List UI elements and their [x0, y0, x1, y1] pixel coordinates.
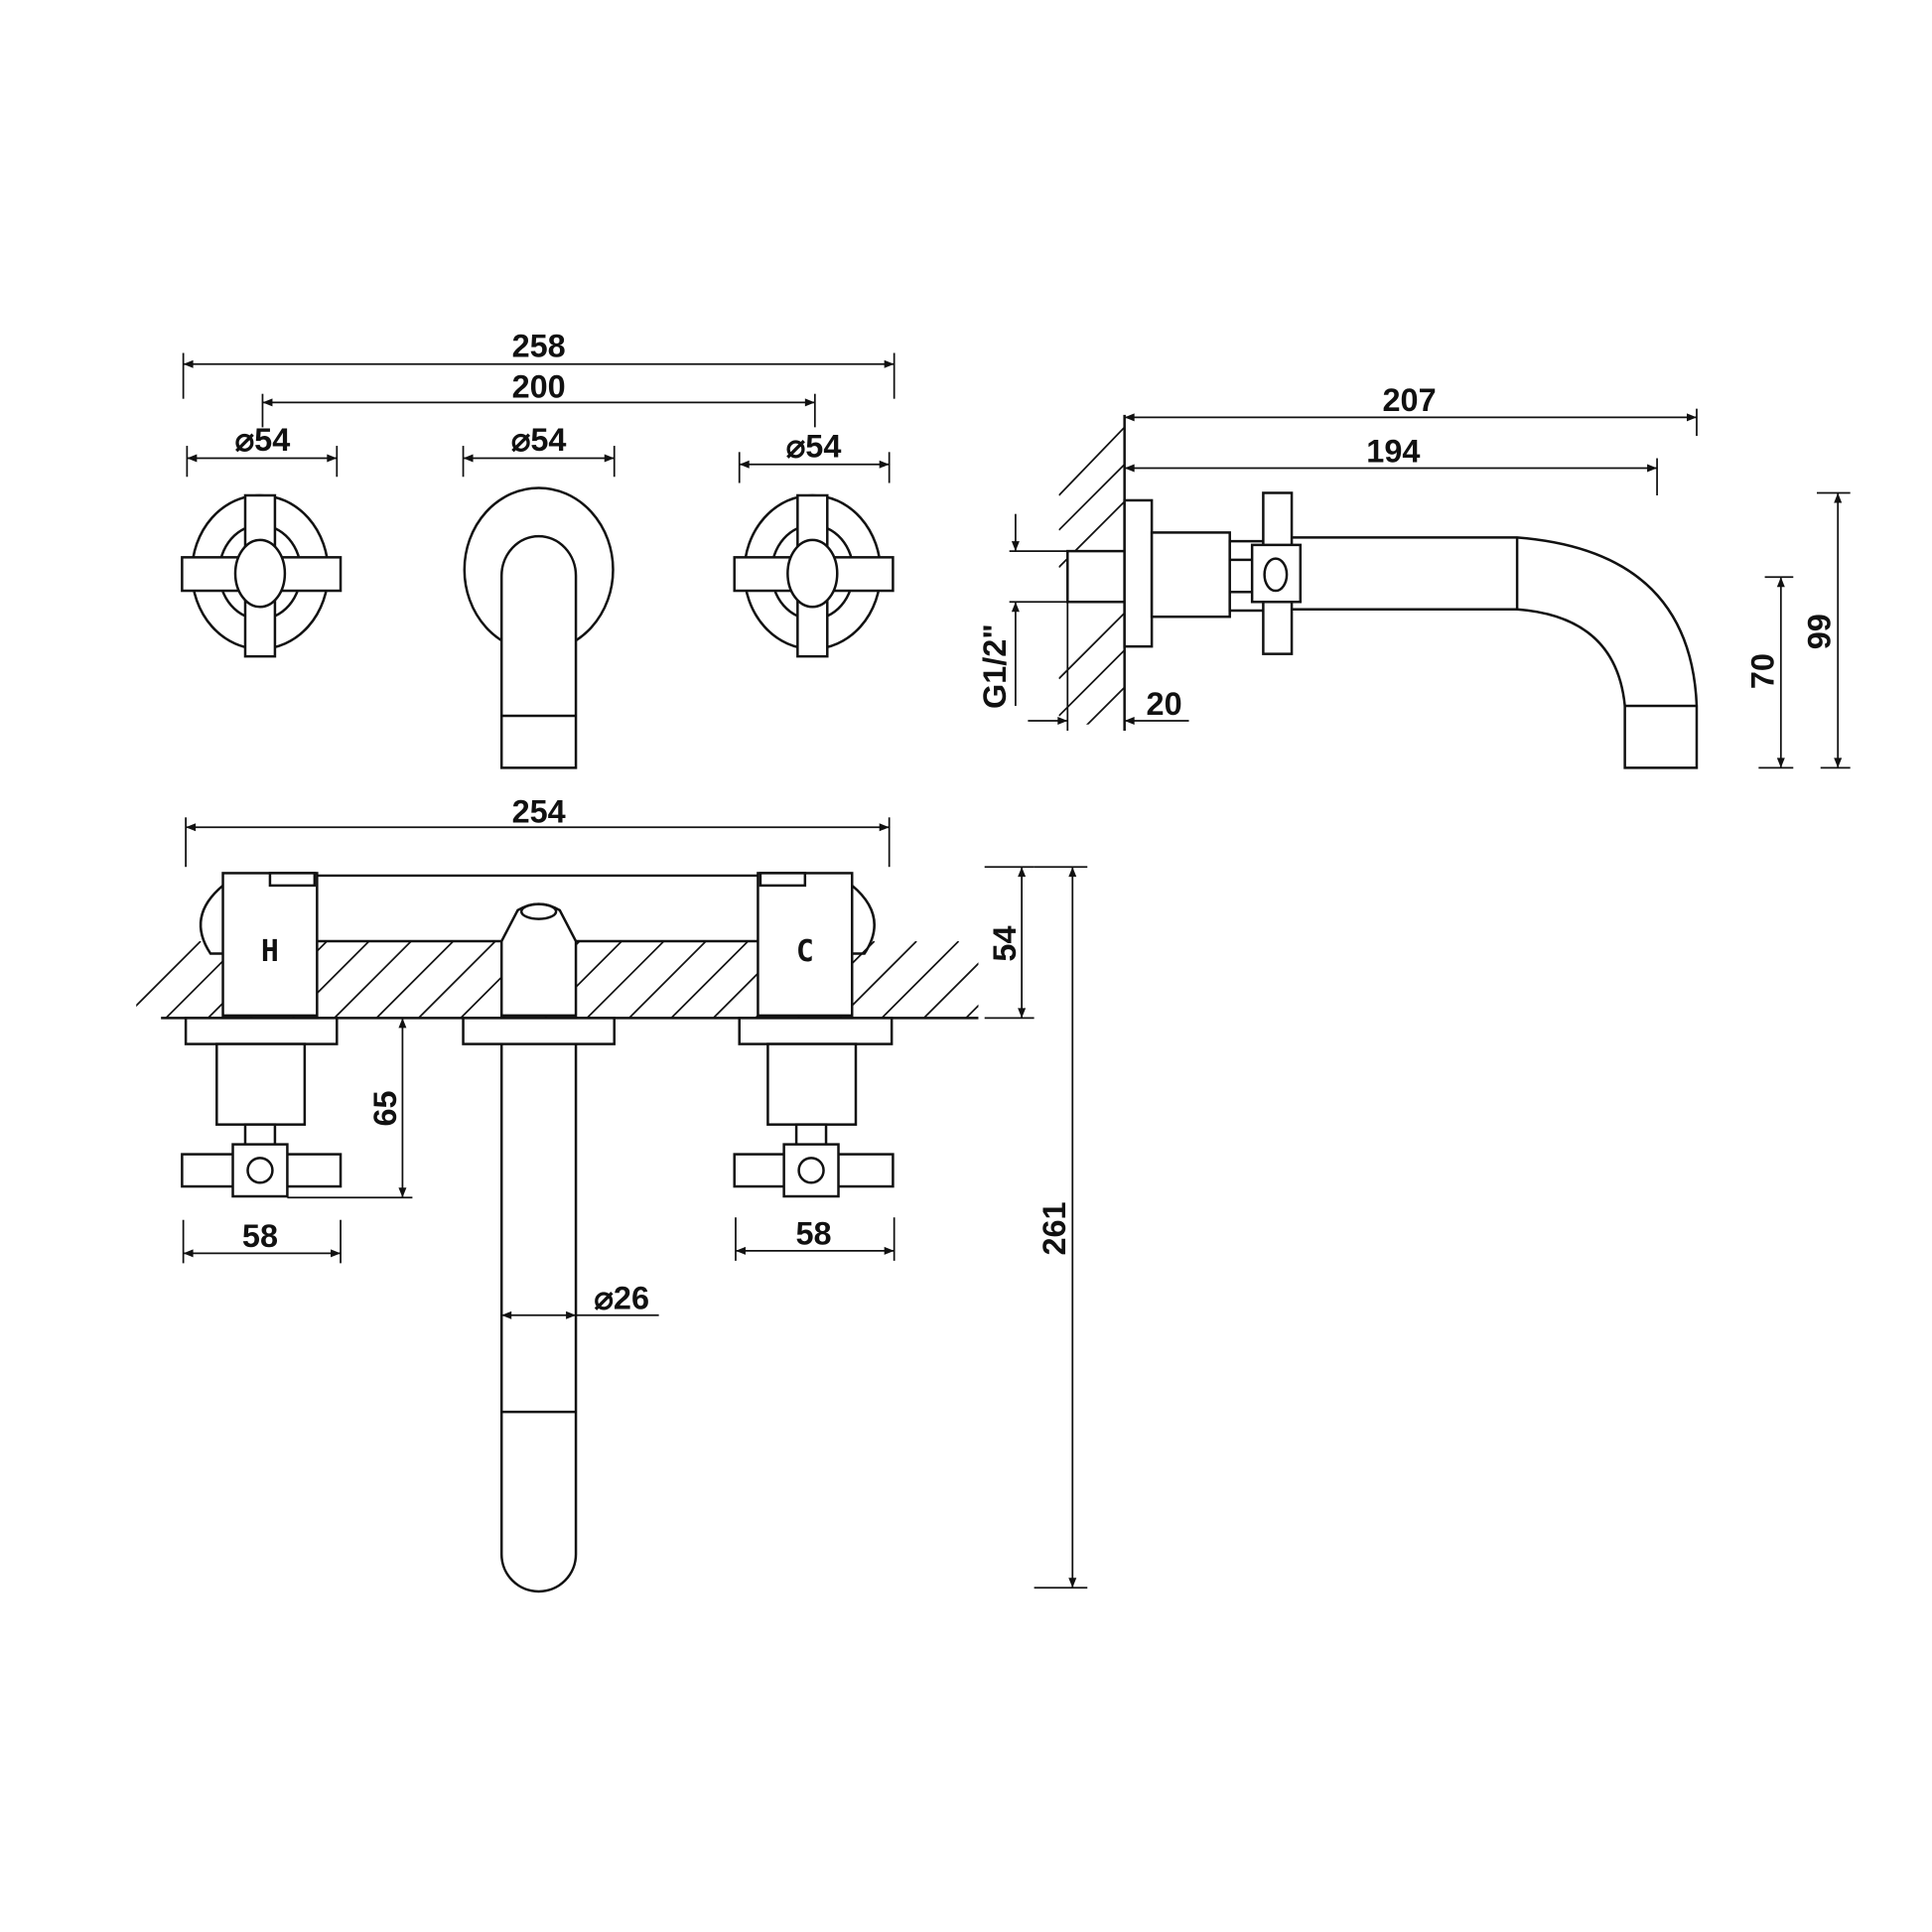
dim-label: 70 [1744, 653, 1780, 689]
hatch-line [628, 941, 707, 1019]
flange-middle [462, 1017, 616, 1045]
dim-thread: G1/2" [977, 513, 1068, 709]
hatch-line [136, 941, 202, 1008]
dim-label: ⌀54 [511, 422, 567, 458]
spout-body-plan [499, 902, 578, 1018]
spout-side [1292, 536, 1699, 769]
dim-label: G1/2" [977, 623, 1013, 709]
dim-dia-right: ⌀54 [738, 428, 891, 483]
dim-261: 261 [1034, 866, 1088, 1589]
hatch-line [922, 962, 979, 1019]
hot-valve-body: H [199, 872, 319, 1018]
dim-dia-left: ⌀54 [186, 422, 339, 478]
dim-label: 254 [512, 793, 566, 829]
dim-label: ⌀54 [786, 428, 842, 464]
dim-label: 261 [1036, 1201, 1072, 1255]
dim-label: 65 [367, 1090, 403, 1126]
dim-258: 258 [182, 328, 896, 399]
dim-20: 20 [1028, 686, 1189, 725]
dim-label: 200 [512, 368, 566, 404]
front-view: 258 200 ⌀54 ⌀54 ⌀54 [181, 328, 896, 769]
dim-65: 65 [287, 1018, 413, 1199]
dim-label: 58 [242, 1218, 278, 1254]
dim-label: 20 [1147, 686, 1182, 722]
flange-left [184, 1017, 339, 1045]
cold-valve-body: C [757, 872, 876, 1018]
dim-54-depth: 54 [984, 866, 1035, 1020]
flange-right [738, 1017, 894, 1045]
dim-70: 70 [1744, 576, 1794, 769]
dim-194: 194 [1124, 433, 1658, 495]
dim-label: 194 [1366, 433, 1420, 469]
cross-handle-left [181, 493, 343, 658]
spout-plan [499, 1043, 578, 1593]
hatch-line [881, 941, 960, 1019]
cold-handle-plan [733, 1042, 895, 1198]
hot-handle-plan [181, 1042, 343, 1198]
dim-label: 99 [1802, 614, 1838, 649]
dim-58-right: 58 [735, 1216, 896, 1261]
cold-label: C [796, 934, 814, 969]
dim-label: 207 [1383, 382, 1437, 418]
cross-handle-side [1250, 491, 1303, 655]
dim-58-left: 58 [182, 1218, 342, 1264]
spout-front [463, 486, 615, 769]
hatch-line [418, 941, 496, 1019]
side-view: 207 194 G1/2" 20 70 99 [977, 382, 1851, 769]
hatch-line [334, 941, 412, 1019]
dim-207: 207 [1124, 382, 1698, 437]
dim-200: 200 [261, 368, 816, 428]
plan-view: 254 H C [136, 793, 1088, 1593]
dim-dia-middle: ⌀54 [462, 422, 616, 478]
hatch-line [375, 941, 455, 1019]
dim-26: ⌀26 [501, 1281, 659, 1319]
dim-label: 258 [512, 328, 566, 363]
dim-label: 58 [796, 1216, 832, 1252]
dim-label: ⌀26 [594, 1281, 649, 1316]
hatch-line [586, 941, 665, 1019]
dim-99: 99 [1802, 491, 1851, 769]
cross-handle-right [733, 493, 895, 658]
hot-label: H [261, 934, 279, 969]
dim-label: ⌀54 [235, 422, 291, 458]
valve-side [1066, 498, 1269, 648]
dim-254: 254 [185, 793, 891, 868]
dim-label: 54 [987, 926, 1023, 962]
hatch-line [670, 941, 750, 1019]
